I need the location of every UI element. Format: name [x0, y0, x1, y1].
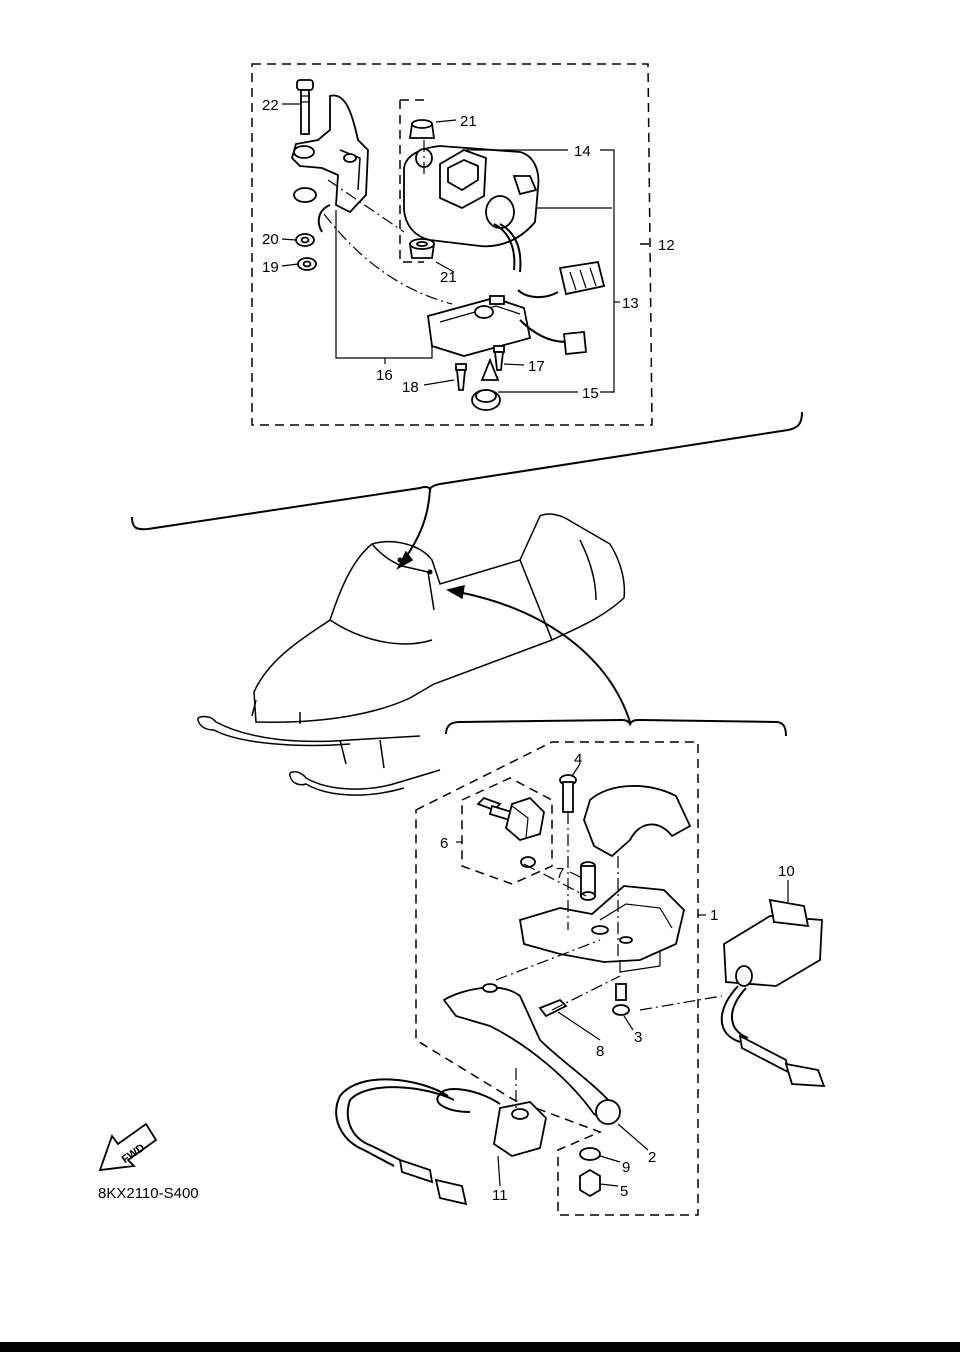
fwd-arrow-icon: FWD [98, 1122, 158, 1172]
snowmobile-outline [197, 513, 626, 796]
callout-14: 14 [574, 143, 591, 160]
sensor-11 [335, 1078, 547, 1206]
lever-cover [583, 785, 692, 858]
bracket-21 [399, 99, 424, 263]
callout-16: 16 [376, 367, 393, 384]
nut-5 [579, 1168, 601, 1198]
group-6-frame [461, 777, 553, 885]
washer-20 [295, 233, 315, 247]
washer-9 [579, 1147, 601, 1161]
callout-8: 8 [596, 1043, 604, 1060]
callout-9: 9 [622, 1159, 630, 1176]
callout-18: 18 [402, 379, 419, 396]
bolt-4 [559, 774, 577, 813]
grommet-21-upper [408, 119, 436, 139]
callout-1: 1 [710, 907, 718, 924]
bottom-callout-brace [445, 584, 787, 737]
screw-17 [493, 345, 505, 371]
callout-5: 5 [620, 1183, 628, 1200]
lock-washer-19 [297, 257, 317, 271]
screw-18 [455, 363, 467, 391]
grommet-21-lower [408, 238, 436, 259]
callout-15: 15 [582, 385, 599, 402]
top-callout-brace [131, 411, 803, 570]
lever-2 [442, 983, 621, 1125]
lever-housing-1 [518, 885, 685, 973]
diagram-code: 8KX2110-S400 [98, 1185, 199, 1202]
top-frame [251, 63, 653, 426]
callout-10: 10 [778, 863, 795, 880]
mount-bracket [290, 94, 369, 233]
callout-22: 22 [262, 97, 279, 114]
callout-4: 4 [574, 751, 582, 768]
bottom-frame [415, 741, 699, 1216]
top-assembly [251, 63, 653, 426]
callout-11: 11 [492, 1187, 508, 1204]
callout-17: 17 [528, 358, 545, 375]
callout-20: 20 [262, 231, 279, 248]
callout-21-upper: 21 [460, 113, 477, 130]
module-10 [720, 898, 826, 1087]
screw-15 [471, 357, 501, 411]
callout-6: 6 [440, 835, 448, 852]
bottom-assembly [335, 741, 826, 1216]
callout-7: 7 [556, 865, 564, 882]
callouts: 22 21 14 12 20 19 21 13 17 16 18 15 4 6 … [262, 97, 795, 1204]
bolt-22 [296, 79, 314, 135]
screw-8 [538, 998, 568, 1018]
callout-3: 3 [634, 1029, 642, 1046]
part-6 [476, 796, 545, 868]
callout-21-lower: 21 [440, 269, 457, 286]
switch-unit-16 [427, 295, 587, 357]
callout-19: 19 [262, 259, 279, 276]
callout-2: 2 [648, 1149, 656, 1166]
callout-12: 12 [658, 237, 675, 254]
screw-3 [612, 983, 630, 1016]
callout-13: 13 [622, 295, 639, 312]
collar-7 [580, 861, 596, 901]
switch-housing-14 [403, 145, 540, 273]
connector-14 [517, 260, 606, 298]
bottom-edge-bar [0, 1342, 960, 1352]
